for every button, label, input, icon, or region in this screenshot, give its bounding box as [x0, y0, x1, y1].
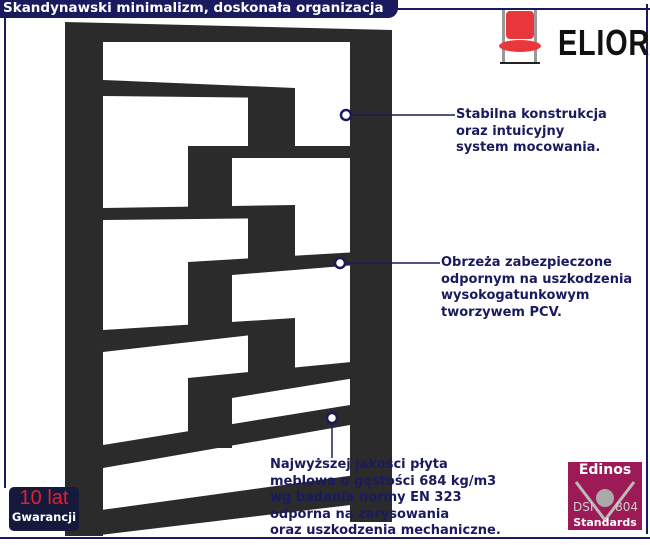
shelf-left-side — [65, 24, 103, 536]
callout-line: odporna na zarysowania — [270, 506, 450, 522]
callout-marker — [333, 256, 347, 270]
certificate-left: DSI — [573, 500, 594, 514]
callout-line: oraz intuicyjny — [456, 123, 565, 139]
callout-line: wg badania normy EN 323 — [270, 490, 462, 505]
certificate-emblem-icon — [574, 481, 636, 523]
callout-line: Stabilna konstrukcja — [456, 107, 607, 122]
warranty-badge: 10 lat Gwarancji — [9, 487, 79, 531]
shelf-divider — [188, 265, 232, 331]
shelf-board — [188, 358, 392, 398]
shelf-board — [103, 405, 350, 468]
certificate-badge: Edinos DSI 804 Standards — [568, 462, 642, 530]
shelf-right-side — [350, 32, 392, 522]
callout-line: wysokogatunkowym — [441, 288, 590, 303]
callout-line: tworzywem PCV. — [441, 304, 562, 320]
certificate-right: 804 — [615, 500, 638, 514]
callout-edges: Obrzeża zabezpieczone odpornym na uszkod… — [441, 255, 632, 321]
chair-logo-icon — [499, 10, 541, 64]
frame-line — [646, 4, 648, 534]
frame-line — [0, 537, 650, 539]
shelf-board — [103, 318, 295, 352]
callout-line: system mocowania. — [456, 140, 601, 155]
warranty-label: Gwarancji — [11, 510, 77, 524]
callout-marker — [339, 108, 353, 122]
shelf-bottom — [65, 470, 392, 535]
shelf-board — [103, 205, 295, 220]
callout-line: Najwyższej jakości płyta — [270, 457, 448, 472]
callout-line: oraz uszkodzenia mechaniczne. — [270, 523, 501, 538]
brand-logo: ELIOR — [558, 22, 650, 63]
shelf-board — [188, 250, 392, 275]
callout-marker — [325, 411, 339, 425]
shelf-divider — [248, 208, 295, 262]
frame-line — [4, 18, 6, 488]
callout-material: Najwyższej jakości płyta meblowa o gęsto… — [270, 457, 501, 540]
callout-line: Obrzeża zabezpieczone — [441, 255, 612, 270]
shelf-divider — [188, 148, 232, 214]
shelf-board — [103, 80, 295, 98]
title-underline — [380, 8, 650, 10]
warranty-years: 10 lat — [19, 487, 69, 509]
shelf-divider — [248, 92, 295, 146]
callout-line: odpornym na uszkodzenia — [441, 271, 633, 287]
shelf-top — [65, 22, 392, 42]
certificate-bottom: Standards — [573, 516, 637, 529]
callout-construction: Stabilna konstrukcja oraz intuicyjny sys… — [456, 107, 607, 157]
certificate-top: Edinos — [578, 462, 632, 478]
page-title: Skandynawski minimalizm, doskonała organ… — [0, 0, 398, 18]
shelf-board — [188, 146, 392, 158]
callout-line: meblowa o gęstości 684 kg/m3 — [270, 473, 497, 489]
